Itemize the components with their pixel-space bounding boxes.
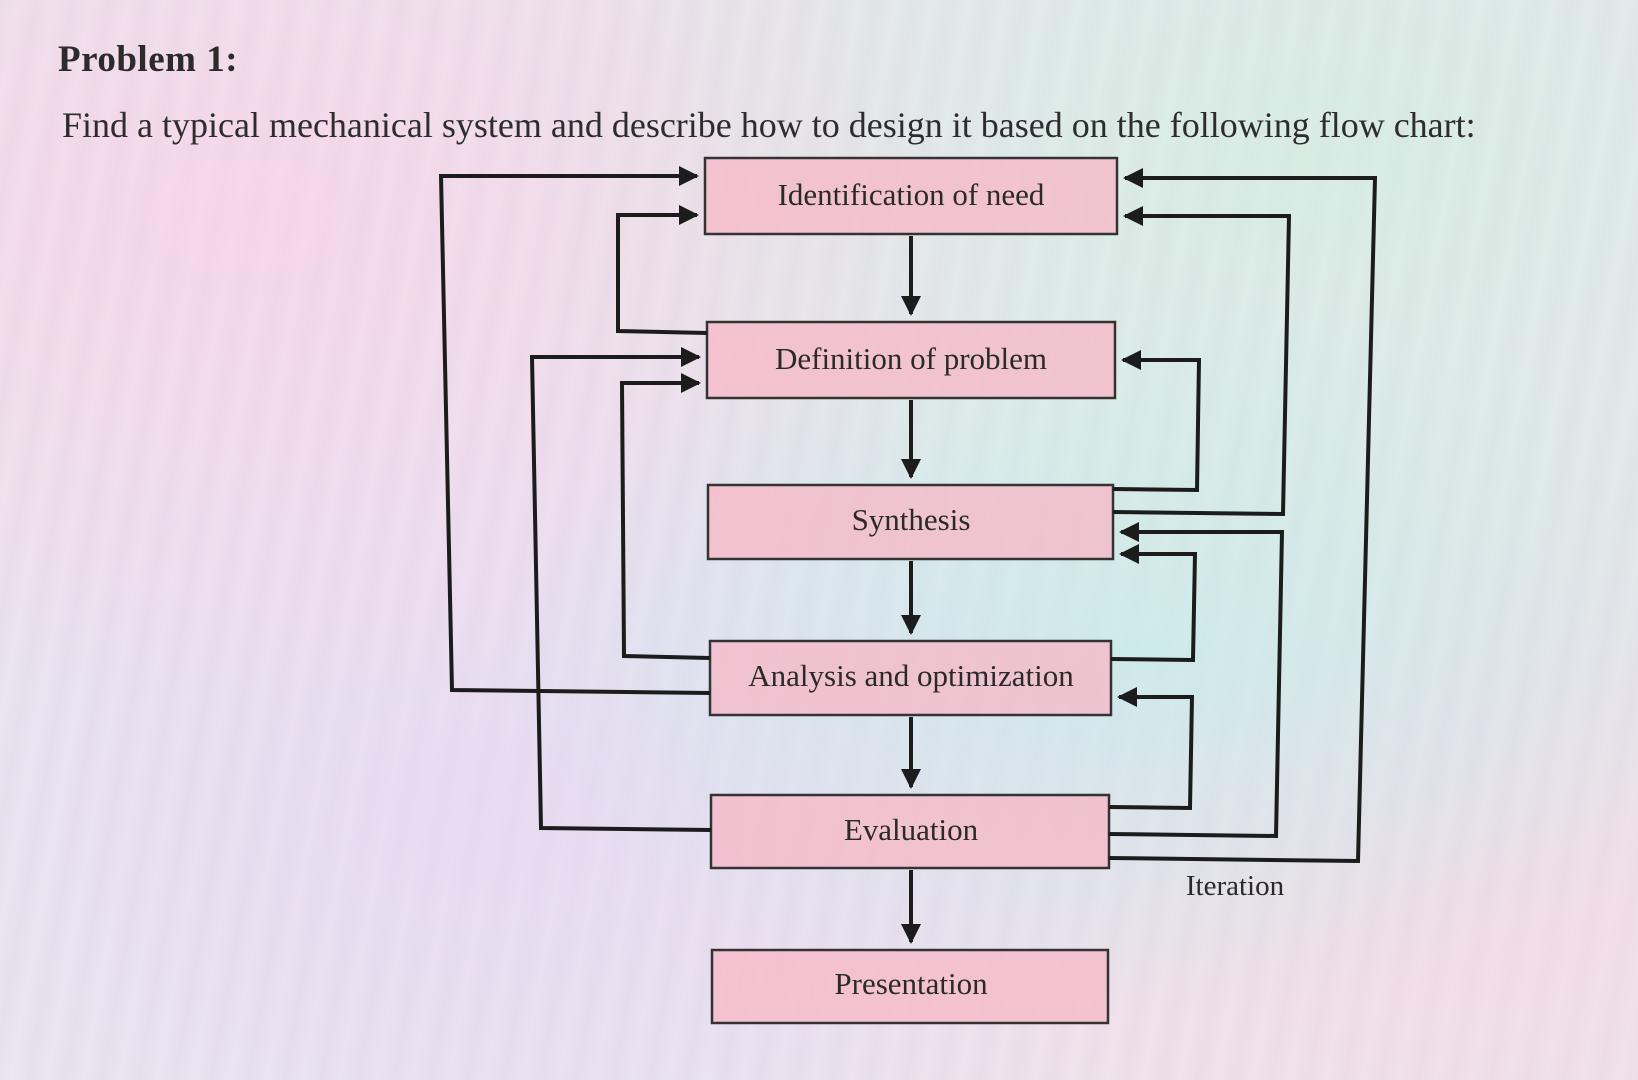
loop-analysis-to-identification [438, 166, 711, 695]
loop-evaluation-to-analysis [1108, 687, 1195, 811]
step-analysis-label: Analysis and optimization [748, 658, 1074, 693]
step-presentation: Presentation [710, 948, 1110, 1025]
step-presentation-label: Presentation [834, 966, 988, 1001]
loop-evaluation-to-definition [529, 347, 712, 832]
loop-analysis-to-synthesis [1110, 544, 1198, 663]
step-synthesis: Synthesis [706, 483, 1115, 561]
problem-title: Problem 1: [58, 39, 239, 80]
problem-instruction: Find a typical mechanical system and des… [62, 105, 1476, 145]
loop-evaluation-to-identification [1108, 168, 1378, 864]
step-definition: Definition of problem [705, 320, 1117, 400]
step-definition-label: Definition of problem [775, 341, 1047, 376]
loop-evaluation-to-synthesis [1108, 522, 1285, 839]
loop-synthesis-to-identification [1112, 206, 1292, 517]
loop-synthesis-to-definition [1112, 350, 1202, 493]
loop-definition-to-identification [616, 205, 708, 335]
step-analysis: Analysis and optimization [708, 639, 1113, 717]
step-synthesis-label: Synthesis [852, 502, 971, 537]
step-identification-label: Identification of need [778, 177, 1045, 212]
iteration-label: Iteration [1186, 870, 1285, 902]
step-evaluation: Evaluation [709, 793, 1111, 870]
step-identification: Identification of need [703, 156, 1119, 236]
step-evaluation-label: Evaluation [844, 812, 979, 847]
loop-analysis-to-definition [619, 373, 711, 660]
